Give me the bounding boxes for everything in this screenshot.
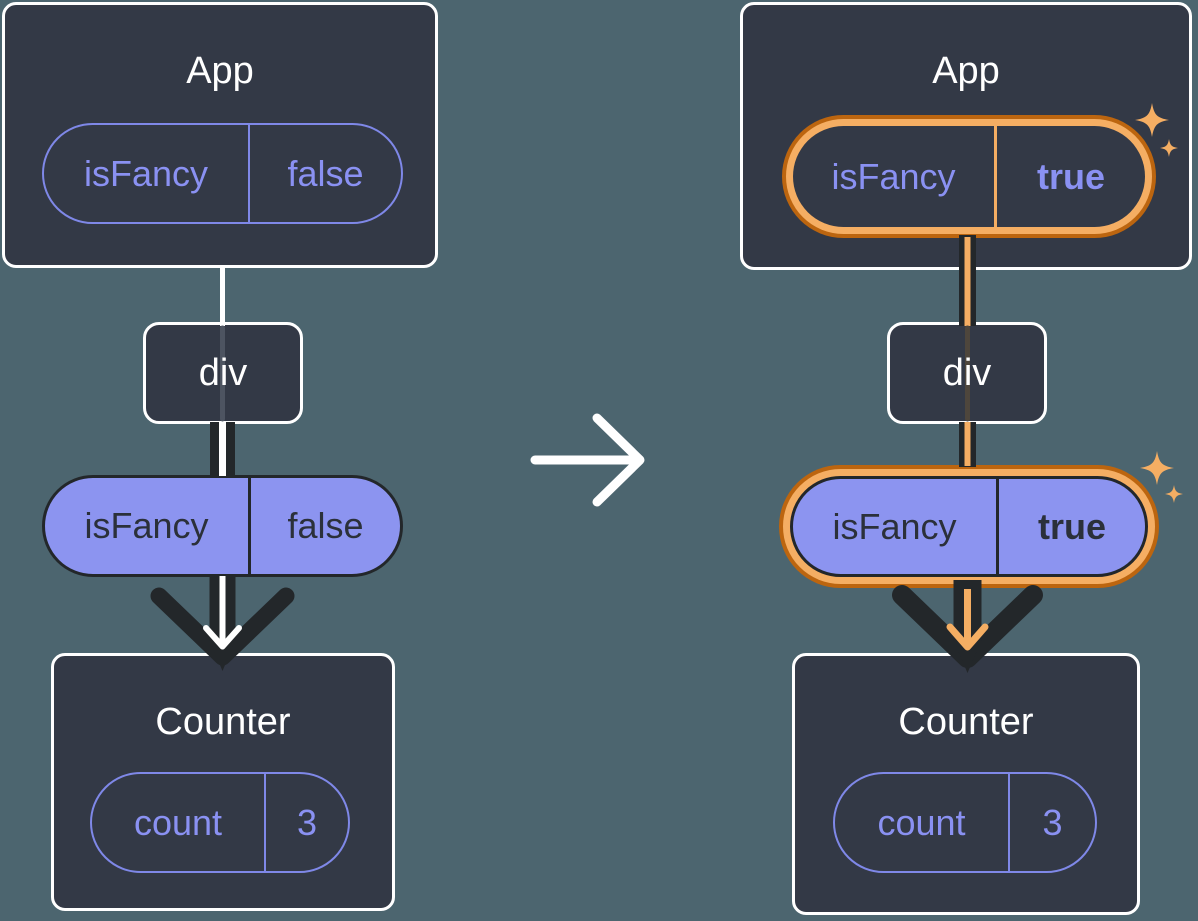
prop-name-label: isFancy — [793, 126, 997, 227]
sparkle-icon — [1165, 485, 1183, 503]
count-state-pill-right: count 3 — [833, 772, 1097, 873]
div-label-right: div — [942, 351, 992, 394]
prop-name-label: isFancy — [44, 125, 250, 222]
prop-flow-chevron-right — [892, 585, 1043, 668]
div-card-right: div — [887, 322, 1047, 424]
state-name-label: count — [835, 774, 1010, 871]
prop-name-label: isFancy — [45, 478, 251, 574]
prop-value-label: true — [1037, 505, 1106, 547]
prop-arrow-head-right — [946, 623, 989, 651]
state-name-label: count — [92, 774, 266, 871]
app-title-right: App — [932, 50, 1000, 92]
app-title-left: App — [186, 50, 254, 92]
state-value-label: 3 — [1042, 801, 1063, 843]
app-prop-pill-right: isFancy true — [793, 126, 1145, 227]
count-state-pill-left: count 3 — [90, 772, 350, 873]
counter-title-left: Counter — [155, 701, 291, 743]
prop-name-label: isFancy — [793, 479, 999, 574]
div-card-left: div — [143, 322, 303, 424]
prop-arrow-head-left — [203, 625, 242, 650]
prop-value-label: false — [287, 505, 364, 546]
passed-prop-pill-right: isFancy true — [790, 476, 1148, 577]
state-value-label: 3 — [296, 801, 318, 843]
sparkle-icon — [1140, 451, 1174, 485]
div-label-left: div — [198, 351, 248, 394]
counter-title-right: Counter — [898, 701, 1034, 743]
prop-value-label: true — [1036, 155, 1105, 197]
app-prop-pill-left: isFancy false — [42, 123, 403, 224]
passed-prop-pill-left: isFancy false — [42, 475, 403, 577]
prop-flow-chevron-left — [150, 587, 295, 666]
prop-value-label: false — [287, 152, 364, 194]
transition-arrow-icon — [530, 413, 645, 507]
